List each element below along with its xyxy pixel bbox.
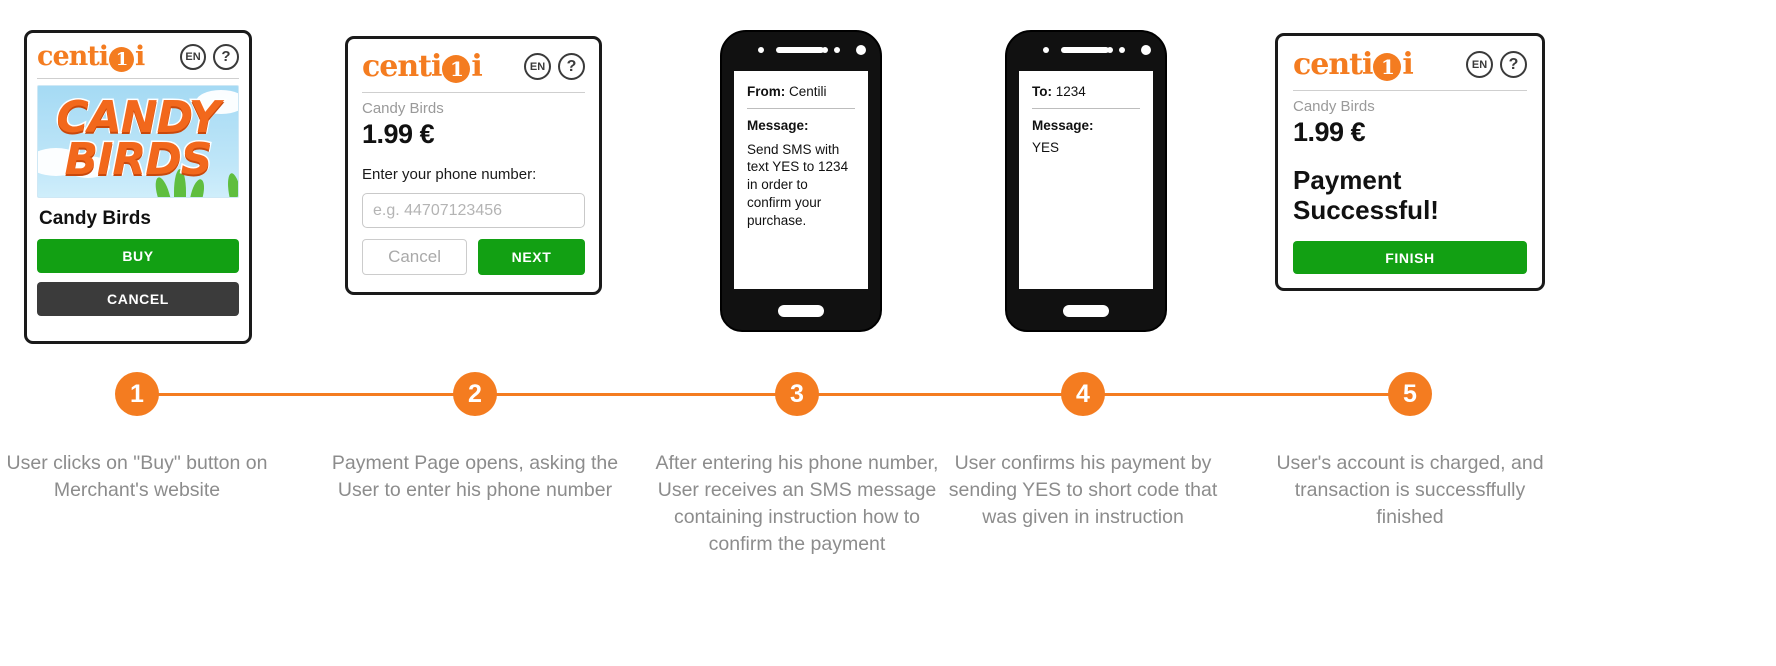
finish-button[interactable]: FINISH bbox=[1293, 241, 1527, 275]
speaker-grill-icon bbox=[776, 47, 824, 53]
logo-text-suffix: i bbox=[1402, 47, 1413, 82]
step-caption-4: User confirms his payment by sending YES… bbox=[948, 452, 1218, 528]
sms-from-label: From: bbox=[747, 84, 786, 99]
help-icon[interactable]: ? bbox=[213, 43, 239, 70]
sensor-dot-icon bbox=[1119, 47, 1125, 53]
front-camera-icon bbox=[856, 45, 866, 55]
language-badge[interactable]: EN bbox=[1466, 51, 1493, 78]
timeline-connector bbox=[137, 393, 1410, 396]
step-caption-5: User's account is charged, and transacti… bbox=[1276, 452, 1544, 528]
app-name-label: Candy Birds bbox=[362, 100, 444, 117]
divider bbox=[747, 107, 855, 109]
sms-to-value: 1234 bbox=[1055, 84, 1086, 99]
status-line-2: Successful! bbox=[1293, 194, 1439, 225]
cancel-button[interactable]: CANCEL bbox=[37, 282, 239, 316]
sms-message-body: Send SMS with text YES to 1234 in order … bbox=[747, 141, 849, 228]
phone-received-sms: From: Centili Message: Send SMS with tex… bbox=[720, 30, 882, 332]
divider bbox=[1293, 90, 1527, 91]
sensor-dot-icon bbox=[1107, 47, 1113, 53]
divider bbox=[1032, 107, 1140, 109]
step-caption-3: After entering his phone number, User re… bbox=[655, 452, 939, 555]
logo-ring-icon: 1 bbox=[1373, 53, 1402, 81]
help-icon[interactable]: ? bbox=[1500, 51, 1527, 78]
game-title-line-2: BIRDS bbox=[63, 133, 214, 187]
front-camera-icon bbox=[1141, 45, 1151, 55]
sms-message-body: YES bbox=[1032, 139, 1060, 155]
sms-to-line: To: 1234 bbox=[1032, 83, 1140, 101]
timeline-step-4[interactable]: 4 bbox=[1061, 372, 1105, 416]
cloud-icon bbox=[196, 90, 238, 114]
sensor-dot-icon bbox=[834, 47, 840, 53]
logo-text-prefix: centi bbox=[37, 41, 109, 72]
phone-screen: To: 1234 Message: YES bbox=[1018, 70, 1154, 290]
logo-text-suffix: i bbox=[134, 41, 145, 72]
home-button-icon[interactable] bbox=[778, 305, 824, 317]
sensor-dot-icon bbox=[822, 47, 828, 53]
sms-to-label: To: bbox=[1032, 84, 1052, 99]
phone-sent-sms: To: 1234 Message: YES bbox=[1005, 30, 1167, 332]
sms-from-value: Centili bbox=[789, 84, 827, 99]
cloud-icon bbox=[66, 156, 110, 178]
logo-text-suffix: i bbox=[471, 49, 482, 84]
timeline-step-1[interactable]: 1 bbox=[115, 372, 159, 416]
status-line-1: Payment bbox=[1293, 165, 1402, 195]
price-decimal: .99 € bbox=[1307, 117, 1366, 147]
phone-number-input[interactable]: e.g. 44707123456 bbox=[362, 193, 585, 228]
logo-ring-icon: 1 bbox=[442, 55, 471, 83]
price-amount: 1.99 € bbox=[362, 119, 585, 150]
sms-message-label: Message: bbox=[747, 117, 809, 133]
price-integer: 1 bbox=[362, 119, 377, 149]
language-badge[interactable]: EN bbox=[180, 43, 206, 70]
app-name-label: Candy Birds bbox=[1293, 98, 1375, 115]
divider bbox=[37, 78, 239, 79]
price-decimal: .99 € bbox=[376, 119, 435, 149]
price-amount: 1.99 € bbox=[1293, 117, 1527, 148]
phone-screen: From: Centili Message: Send SMS with tex… bbox=[733, 70, 869, 290]
sensor-dot-icon bbox=[758, 47, 764, 53]
sensor-dot-icon bbox=[1043, 47, 1049, 53]
step-caption-1: User clicks on "Buy" button on Merchant'… bbox=[6, 452, 268, 501]
game-title-line-1: CANDY bbox=[55, 91, 222, 145]
app-title: Candy Birds bbox=[39, 208, 151, 229]
home-button-icon[interactable] bbox=[1063, 305, 1109, 317]
logo-text-prefix: centi bbox=[1293, 47, 1373, 82]
game-artwork: CANDY BIRDS bbox=[37, 85, 239, 198]
price-integer: 1 bbox=[1293, 117, 1308, 147]
timeline-step-5[interactable]: 5 bbox=[1388, 372, 1432, 416]
buy-button[interactable]: BUY bbox=[37, 239, 239, 273]
language-badge[interactable]: EN bbox=[524, 53, 551, 80]
sms-from-line: From: Centili bbox=[747, 83, 855, 101]
sms-content: To: 1234 Message: YES bbox=[1019, 71, 1153, 156]
status-message: Payment Successful! bbox=[1293, 165, 1527, 225]
step-caption-2: Payment Page opens, asking the User to e… bbox=[331, 452, 619, 501]
cancel-button[interactable]: Cancel bbox=[362, 239, 468, 275]
help-icon[interactable]: ? bbox=[558, 53, 585, 80]
sms-content: From: Centili Message: Send SMS with tex… bbox=[734, 71, 868, 230]
logo-text-prefix: centi bbox=[362, 49, 442, 84]
timeline-step-2[interactable]: 2 bbox=[453, 372, 497, 416]
speaker-grill-icon bbox=[1061, 47, 1109, 53]
timeline-step-3[interactable]: 3 bbox=[775, 372, 819, 416]
phone-field-label: Enter your phone number: bbox=[362, 166, 537, 183]
logo-ring-icon: 1 bbox=[108, 47, 134, 72]
divider bbox=[362, 92, 585, 93]
grass-icon bbox=[174, 169, 186, 197]
next-button[interactable]: NEXT bbox=[478, 239, 585, 275]
sms-message-label: Message: bbox=[1032, 117, 1094, 133]
